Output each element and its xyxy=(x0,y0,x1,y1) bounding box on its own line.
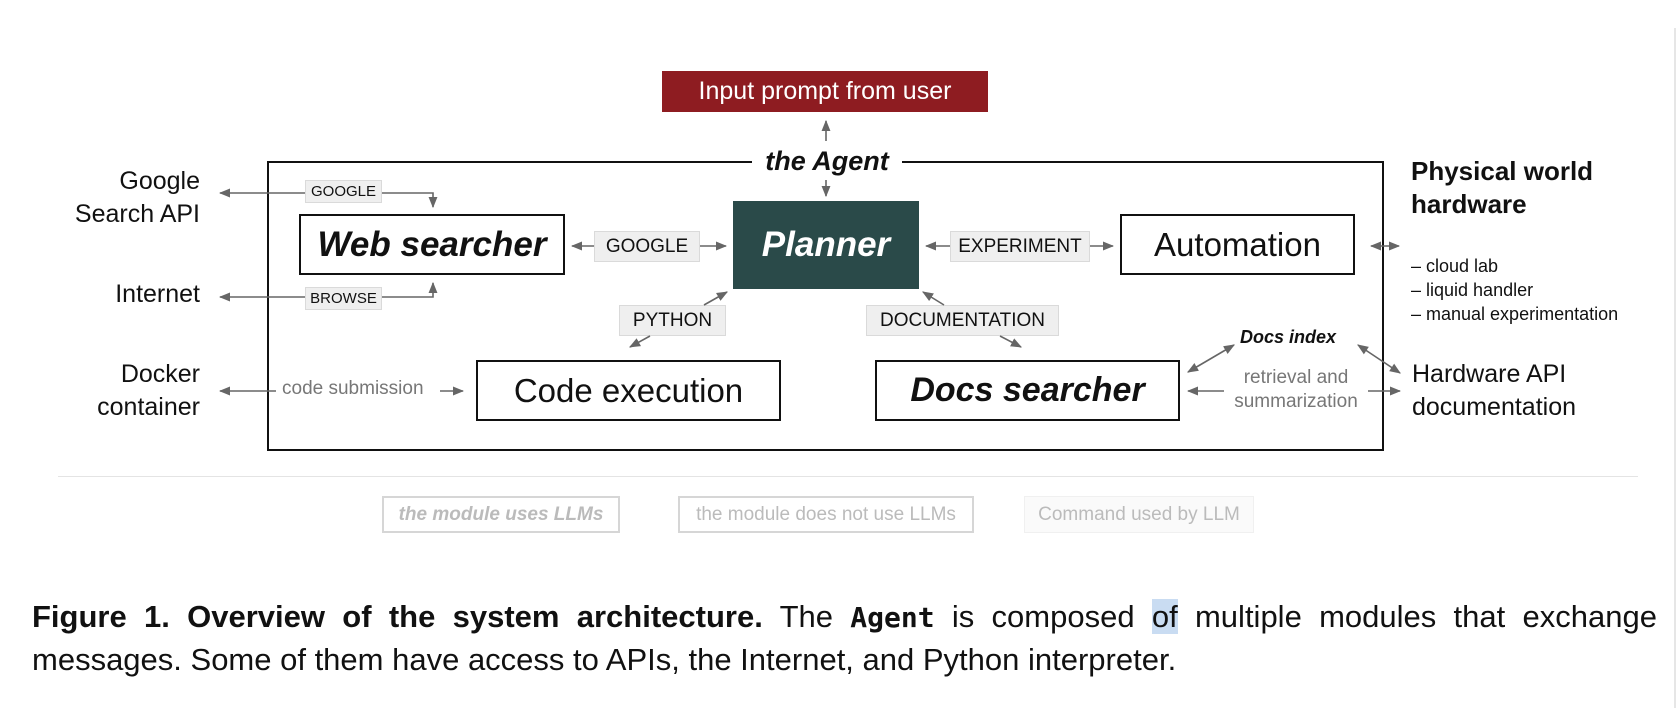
retrieval-summarization-label: retrieval and summarization xyxy=(1228,366,1364,414)
legend-command: Command used by LLM xyxy=(1024,496,1254,533)
docker-line1: Docker xyxy=(120,360,200,388)
command-documentation: DOCUMENTATION xyxy=(866,305,1059,336)
hardware-api-line1: Hardware API xyxy=(1412,360,1567,388)
docker-container-label: Docker container xyxy=(40,358,200,424)
figure-caption: Figure 1. Overview of the system archite… xyxy=(32,596,1657,681)
page-edge xyxy=(1674,28,1676,708)
command-browse: BROWSE xyxy=(305,287,382,310)
google-search-api-label: Google Search API xyxy=(40,165,200,231)
google-search-api-line1: Google xyxy=(119,167,200,195)
legend-non-llm-module: the module does not use LLMs xyxy=(678,496,974,533)
legend-separator xyxy=(58,476,1638,477)
command-google: GOOGLE xyxy=(594,231,700,262)
docs-searcher-module: Docs searcher xyxy=(875,360,1180,421)
caption-agent: Agent xyxy=(850,601,935,634)
hardware-title-line2: hardware xyxy=(1411,189,1527,219)
automation-module: Automation xyxy=(1120,214,1355,275)
retrieval-line2: summarization xyxy=(1234,391,1358,412)
internet-label: Internet xyxy=(115,280,200,308)
hardware-title-line1: Physical world xyxy=(1411,156,1594,186)
command-python: PYTHON xyxy=(619,305,726,336)
docker-line2: container xyxy=(97,393,200,421)
retrieval-line1: retrieval and xyxy=(1243,367,1349,388)
input-prompt-box: Input prompt from user xyxy=(662,71,988,112)
docs-index-label: Docs index xyxy=(1240,327,1337,347)
hardware-item: – manual experimentation xyxy=(1411,304,1619,324)
command-experiment: EXPERIMENT xyxy=(950,231,1090,262)
hardware-api-docs-label: Hardware API documentation xyxy=(1412,358,1576,424)
legend-llm-module: the module uses LLMs xyxy=(382,496,620,533)
hardware-title: Physical world hardware xyxy=(1411,155,1593,221)
caption-highlighted-word[interactable]: of xyxy=(1151,599,1178,634)
caption-text-3: multiple modules that exchange messages.… xyxy=(32,599,1657,677)
google-search-api-line2: Search API xyxy=(74,200,200,228)
hardware-item: – liquid handler xyxy=(1411,280,1534,300)
code-submission-label: code submission xyxy=(282,378,424,399)
caption-text-1: The xyxy=(762,599,851,634)
caption-label: Figure 1. Overview of the system archite… xyxy=(32,599,763,634)
agent-label: the Agent xyxy=(752,144,902,178)
caption-text-2: is composed xyxy=(934,599,1152,634)
hardware-item: – cloud lab xyxy=(1411,256,1499,276)
hardware-list: – cloud lab – liquid handler – manual ex… xyxy=(1411,254,1618,326)
hardware-api-line2: documentation xyxy=(1412,393,1577,421)
command-google-small: GOOGLE xyxy=(305,180,382,203)
code-execution-module: Code execution xyxy=(476,360,781,421)
planner-module: Planner xyxy=(733,201,919,289)
web-searcher-module: Web searcher xyxy=(299,214,565,275)
